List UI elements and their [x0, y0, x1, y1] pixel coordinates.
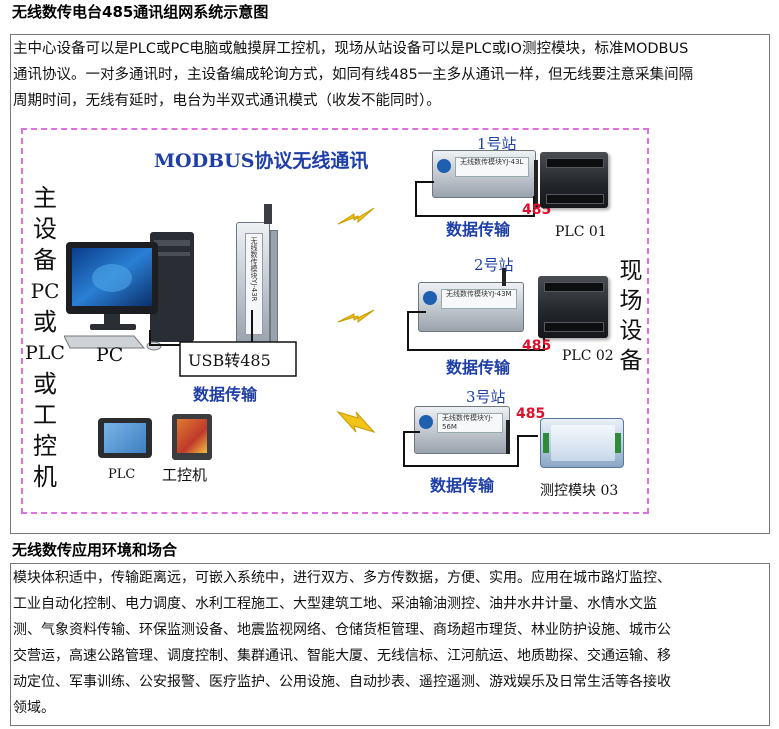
intro-line: 主中心设备可以是PLC或PC电脑或触摸屏工控机，现场从站设备可以是PLC或IO测… [13, 41, 689, 57]
applications-line: 领域。 [13, 700, 55, 716]
station-3-data-transfer-label: 数据传输 [430, 476, 495, 495]
field-device-label: 现 场 设 备 [608, 256, 654, 376]
master-cable [149, 310, 297, 377]
master-device-label: 主 设 备 PC 或 PLC 或 工 控 机 [22, 183, 68, 493]
station-3-antenna [506, 420, 510, 454]
industrial-pc-icon [172, 414, 212, 460]
master-label-char: 主 [33, 184, 57, 212]
intro-line: 通讯协议。一对多通讯时，主设备编成轮询方式，如同有线485一主多从通讯一样，但无… [13, 67, 694, 83]
station-3-device: 测控模块 03 [540, 483, 619, 499]
station-2-plc-icon [538, 276, 608, 338]
station-1-cable [415, 181, 535, 217]
station-1-plc-icon [540, 152, 608, 208]
station-1-antenna [534, 160, 538, 208]
applications-line: 测、气象资料传输、环保监测设备、地震监视网络、仓储货柜管理、商场超市理货、林业防… [13, 622, 671, 638]
master-antenna [264, 204, 272, 224]
field-label-char: 设 [619, 318, 643, 344]
pc-computer-icon [64, 232, 194, 351]
applications-line: 模块体积适中，传输距离远，可嵌入系统中，进行双方、多方传数据，方便、实用。应用在… [13, 570, 671, 586]
field-label-char: 场 [619, 288, 643, 314]
applications-line: 交营运，高速公路管理、调度控制、集群通讯、智能大厦、无线信标、江河航运、地质勘探… [13, 648, 671, 664]
diagram-panel [10, 34, 770, 534]
ipc-label: 工控机 [162, 466, 208, 484]
intro-paragraph: 主中心设备可以是PLC或PC电脑或触摸屏工控机，现场从站设备可以是PLC或IO测… [13, 36, 693, 114]
master-label-char: 工 [33, 401, 57, 429]
master-label-char: PC [30, 279, 60, 303]
master-label-char: 或 [33, 308, 57, 336]
station-3-io-module-icon [540, 418, 624, 468]
station-2-modem: 无线数传模块YJ-43M [418, 282, 524, 332]
station-3-cable [403, 431, 538, 467]
diagram-heading: MODBUS协议无线通讯 [154, 150, 369, 172]
intro-line: 周期时间，无线有延时，电台为半双式通讯模式（收发不能同时）。 [13, 93, 441, 109]
master-modem-text: 无线数传模块YJ-43R [250, 237, 258, 302]
station-1-device: PLC 01 [555, 224, 607, 240]
plc-small-label: PLC [108, 467, 136, 482]
master-label-char: 设 [33, 215, 57, 243]
station-3-interface: 485 [516, 406, 546, 422]
station-1-name: 1号站 [477, 135, 517, 153]
field-label-char: 现 [619, 258, 643, 284]
usb-485-label: USB转485 [188, 351, 271, 370]
master-data-transfer-label: 数据传输 [193, 385, 258, 404]
station-2-name: 2号站 [474, 256, 514, 274]
section-title-applications: 无线数传应用环境和场合 [12, 541, 178, 559]
diagram-frame [21, 128, 649, 514]
master-label-char: 控 [33, 432, 57, 460]
master-label-char: 备 [33, 246, 57, 274]
master-label-char: 或 [33, 370, 57, 398]
station-2-data-transfer-label: 数据传输 [446, 358, 511, 377]
station-2-device: PLC 02 [562, 348, 614, 364]
section-title-network: 无线数传电台485通讯组网系统示意图 [12, 3, 269, 21]
station-3-name: 3号站 [466, 388, 506, 406]
master-label-char: PLC [25, 342, 65, 364]
field-label-char: 备 [619, 348, 643, 374]
applications-line: 工业自动化控制、电力调度、水利工程施工、大型建筑工地、采油输油测控、油井水井计量… [13, 596, 657, 612]
station-2-cable [407, 311, 545, 351]
station-2-antenna [502, 268, 506, 286]
applications-line: 动定位、军事训练、公安报警、医疗监护、公用设施、自动抄表、遥控遥测、游戏娱乐及日… [13, 674, 671, 690]
station-1-data-transfer-label: 数据传输 [446, 220, 511, 239]
master-label-char: 机 [33, 463, 57, 491]
station-1-modem: 无线数传模块YJ-43L [432, 150, 536, 198]
wireless-signal-icon [336, 411, 376, 433]
station-3-modem: 无线数传模块YJ-56M [414, 406, 510, 454]
station-2-modem-text: 无线数传模块YJ-43M [441, 289, 517, 309]
station-2-interface: 485 [522, 338, 552, 354]
wireless-signal-icon [337, 207, 375, 225]
station-1-modem-text: 无线数传模块YJ-43L [455, 157, 529, 177]
touchscreen-plc-icon [98, 418, 152, 458]
applications-paragraph: 模块体积适中，传输距离远，可嵌入系统中，进行双方、多方传数据，方便、实用。应用在… [13, 565, 671, 721]
applications-panel [10, 563, 770, 726]
wireless-signal-icon [337, 309, 375, 323]
pc-label: PC [96, 344, 124, 366]
station-3-modem-text: 无线数传模块YJ-56M [437, 413, 503, 433]
